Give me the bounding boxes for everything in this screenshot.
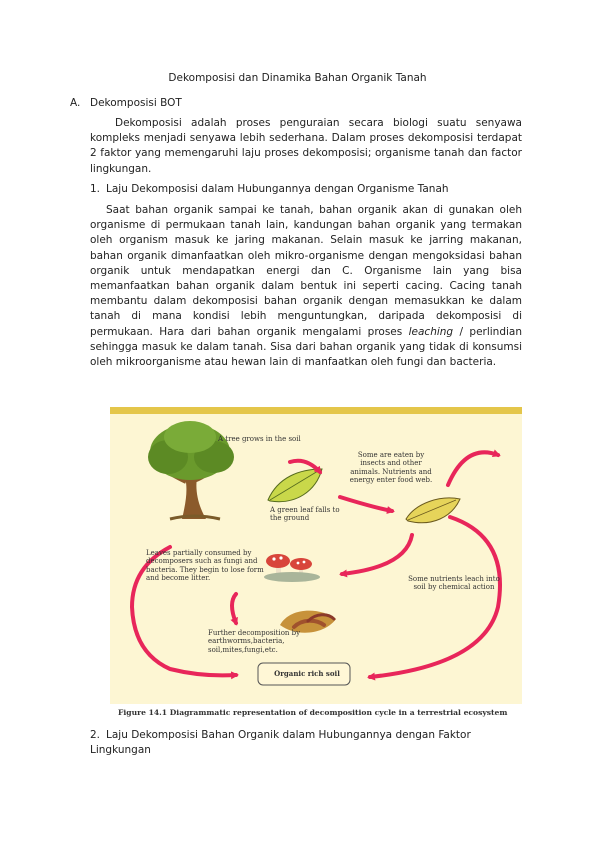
green-leaf-icon — [267, 468, 323, 503]
label-partially-consumed: Leaves partially consumed by decomposers… — [146, 549, 264, 583]
section-title: Dekomposisi BOT — [90, 97, 182, 109]
earthworm-icon — [280, 610, 336, 633]
document-title: Dekomposisi dan Dinamika Bahan Organik T… — [168, 72, 427, 84]
arrow-leaf-to-eaten — [338, 495, 395, 514]
organic-soil-box — [257, 662, 351, 686]
arrow-tree-to-leaf — [288, 458, 323, 475]
item-title: Laju Dekomposisi Bahan Organik dalam Hub… — [90, 729, 471, 757]
cycle-diagram — [129, 421, 502, 686]
eaten-leaf-icon — [405, 497, 461, 524]
label-organic-rich-soil: Organic rich soil — [274, 669, 340, 678]
label-eaten: Some are eaten by insects and other anim… — [349, 451, 433, 485]
arrow-to-mushrooms — [339, 533, 414, 578]
item-marker: 2. — [90, 729, 101, 741]
label-leaf-falls: A green leaf falls to the ground — [270, 506, 340, 523]
cycle-arrows — [129, 449, 502, 681]
paragraph-text-part2: / perlindian sehingga masuk ke dalam tan… — [90, 325, 523, 369]
leaching-term: leaching — [408, 325, 454, 338]
label-further-decomposition: Further decomposition by earthworms,bact… — [208, 629, 301, 654]
section-marker: A. — [70, 97, 81, 109]
item-marker: 1. — [90, 183, 101, 195]
item-title: Laju Dekomposisi dalam Hubungannya denga… — [106, 183, 449, 195]
arrow-right-loop — [367, 515, 502, 681]
paragraph-organisms: Saat bahan organik sampai ke tanah, baha… — [90, 203, 522, 370]
decomposition-cycle-figure: A tree grows in the soil Some are eaten … — [110, 407, 522, 721]
label-tree: A tree grows in the soil — [218, 435, 301, 443]
section-a-heading: A. Dekomposisi BOT — [70, 97, 182, 109]
arrow-left-loop — [129, 545, 239, 680]
label-leach: Some nutrients leach into soil by chemic… — [408, 575, 500, 592]
paragraph-text-part1: Saat bahan organik sampai ke tanah, baha… — [90, 204, 522, 338]
arrow-up-right — [446, 449, 501, 487]
item-2-heading: 2.Laju Dekomposisi Bahan Organik dalam H… — [90, 728, 522, 758]
figure-caption: Figure 14.1 Diagrammatic representation … — [118, 708, 508, 717]
paragraph-definition: Dekomposisi adalah proses penguraian sec… — [90, 116, 522, 177]
tree-icon — [148, 421, 234, 521]
mushrooms-icon — [264, 554, 320, 582]
paragraph-text: Dekomposisi adalah proses penguraian sec… — [90, 117, 522, 175]
item-1-heading: 1. Laju Dekomposisi dalam Hubungannya den… — [90, 182, 522, 197]
arrow-to-earthworm — [230, 592, 238, 626]
